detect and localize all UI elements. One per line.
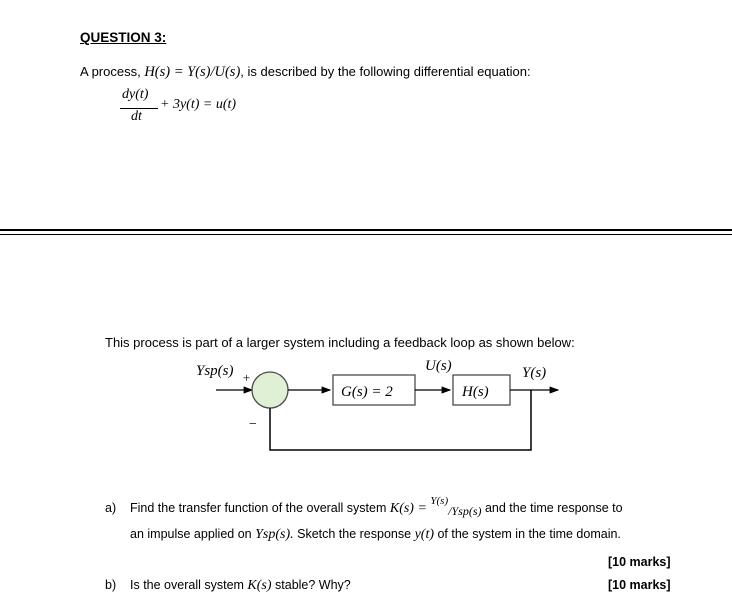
part-b-prefix: Is the overall system xyxy=(130,578,244,592)
question-heading: QUESTION 3: xyxy=(80,30,167,45)
transfer-function-definition: H(s) = Y(s)/U(s) xyxy=(144,64,241,80)
part-a-line2-prefix: an impulse applied on xyxy=(130,527,252,541)
g-block-label: G(s) = 2 xyxy=(341,384,393,400)
h-block-label: H(s) xyxy=(461,384,489,400)
ysp-of-s: Ysp(s). xyxy=(255,527,294,542)
system-description: This process is part of a larger system … xyxy=(105,335,575,350)
k-fraction-numerator: Y(s) xyxy=(430,495,449,507)
part-a-prefix: Find the transfer function of the overal… xyxy=(130,501,387,515)
intro-suffix: , is described by the following differen… xyxy=(240,64,531,79)
input-label: Ysp(s) xyxy=(196,363,234,379)
divider-bottom xyxy=(0,234,732,235)
signal-label-u: U(s) xyxy=(425,358,452,374)
equation-denominator: dt xyxy=(131,109,142,124)
k-of-s-b: K(s) xyxy=(247,578,272,593)
output-label: Y(s) xyxy=(522,365,546,381)
g-block xyxy=(332,374,416,406)
part-a-line2: an impulse applied on Ysp(s). Sketch the… xyxy=(130,527,621,543)
k-fraction-denominator: /Ysp(s) xyxy=(448,504,482,518)
part-a-suffix: and the time response to xyxy=(484,501,623,515)
part-a-marks: [10 marks] xyxy=(608,555,671,569)
feedback-path xyxy=(269,390,532,451)
equation-rest: + 3y(t) = u(t) xyxy=(160,97,237,112)
part-b-suffix: stable? Why? xyxy=(275,578,351,592)
part-a-line2-mid: Sketch the response xyxy=(297,527,412,541)
h-block xyxy=(452,374,511,406)
part-a-line2-suffix: of the system in the time domain. xyxy=(437,527,621,541)
divider-top xyxy=(0,229,732,231)
equation-fraction-bar xyxy=(120,108,158,109)
part-b-question: Is the overall system K(s) stable? Why? xyxy=(130,578,351,594)
equation-numerator: dy(t) xyxy=(122,87,149,102)
process-intro: A process, H(s) = Y(s)/U(s), is describe… xyxy=(80,64,531,81)
part-b-marker: b) xyxy=(105,578,117,592)
k-of-s: K(s) = xyxy=(389,501,427,516)
intro-prefix: A process, xyxy=(80,64,145,79)
plus-sign: + xyxy=(242,370,251,385)
y-of-t: y(t) xyxy=(414,527,434,542)
summing-junction xyxy=(251,371,289,409)
part-a-marker: a) xyxy=(105,501,117,515)
part-a-line1: Find the transfer function of the overal… xyxy=(130,495,623,518)
minus-sign: − xyxy=(248,417,257,432)
part-b-marks: [10 marks] xyxy=(608,578,671,592)
